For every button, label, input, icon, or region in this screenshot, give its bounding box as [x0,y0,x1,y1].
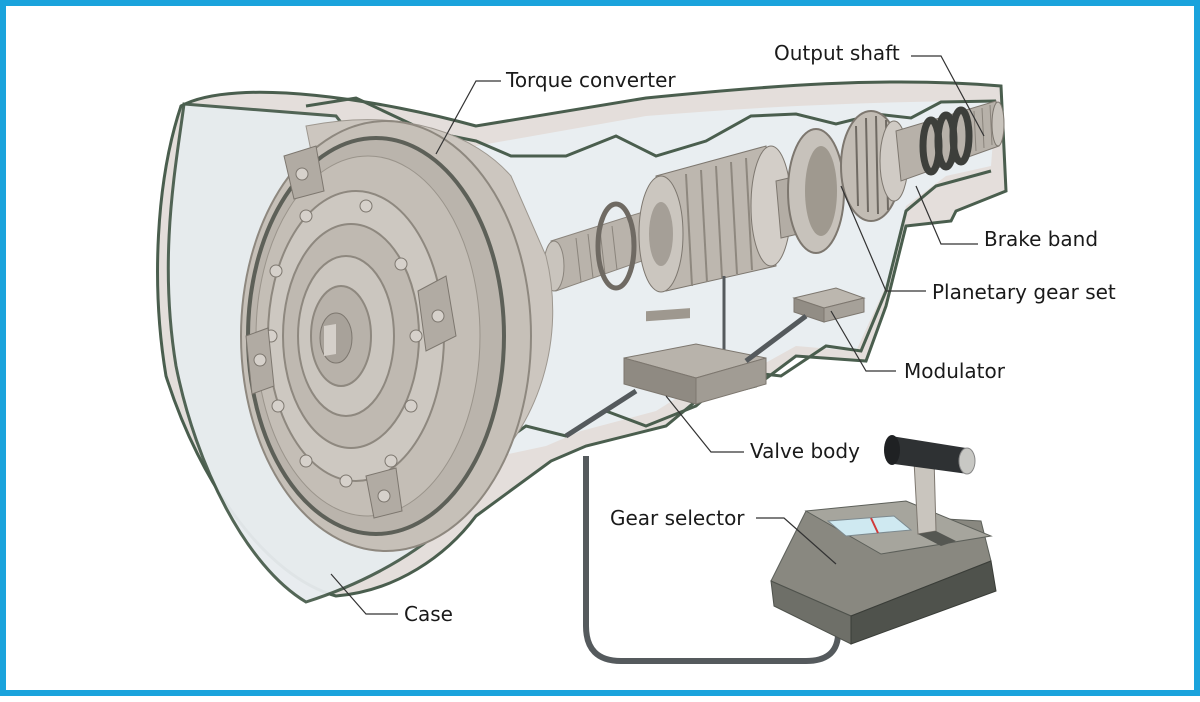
leader-brake-band [915,185,978,245]
valve-body [623,308,767,405]
label-modulator: Modulator [904,359,1005,383]
hydraulic-line-front [564,388,638,439]
gear-selector [770,435,997,645]
label-brake-band: Brake band [984,227,1099,251]
hydraulic-line-modulator [744,314,808,363]
label-case: Case [404,602,453,626]
selector-knob [884,435,976,475]
selector-cable [583,456,843,664]
label-output-shaft: Output shaft [774,41,900,65]
gear-indicator-window [826,515,913,537]
label-gear-selector: Gear selector [610,506,745,530]
leader-case [330,573,398,615]
planetary-gear-set [840,110,909,222]
brake-band [919,106,973,176]
label-valve-body: Valve body [750,439,860,463]
leader-gear-selector [756,517,837,565]
leader-modulator [830,310,896,372]
converter-bolts [264,199,423,488]
label-planetary-gear-set: Planetary gear set [932,280,1116,304]
leader-output-shaft [911,55,985,137]
transmission-illustration [156,55,1008,664]
leader-planetary-gear-set [840,185,926,292]
torque-converter [240,119,554,552]
leader-torque-converter [435,80,501,155]
gear-train [543,100,1005,351]
selector-lever [913,457,937,535]
label-torque-converter: Torque converter [506,68,676,92]
snap-ring [595,201,637,291]
leader-valve-body [665,395,744,453]
mounting-lugs [245,145,457,519]
leader-lines [330,55,985,615]
